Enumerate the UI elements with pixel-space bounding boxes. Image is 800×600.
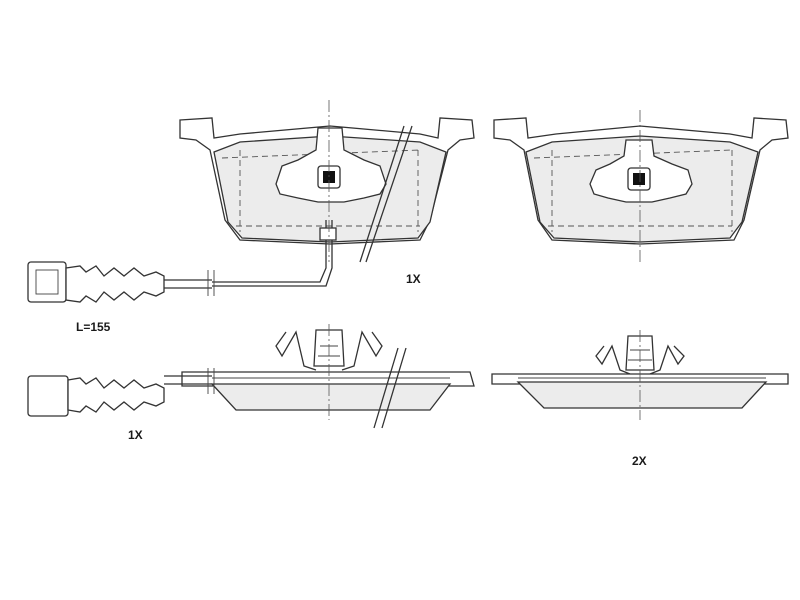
friction-side-right [516,381,768,409]
spring-clip-right [595,344,685,375]
quantity-label-right-pad: 2X [632,454,647,468]
pad-front-view-with-sensor [179,100,475,287]
wear-sensor-connector-side [27,375,165,417]
pad-side-view-plain [491,330,789,420]
cable-length-label: L=155 [76,320,111,334]
spring-clip-left [275,330,383,371]
friction-side-left [210,383,452,411]
wear-sensor-connector-top [27,261,215,303]
quantity-label-front-sensor-pad: 1X [406,272,421,286]
pad-side-view-with-sensor [164,324,475,429]
center-hole-right [633,173,645,185]
quantity-label-side-sensor-pad: 1X [128,428,143,442]
center-clip-left [275,127,387,203]
pad-front-view-plain [493,110,789,262]
sensor-wire-front [212,220,327,283]
